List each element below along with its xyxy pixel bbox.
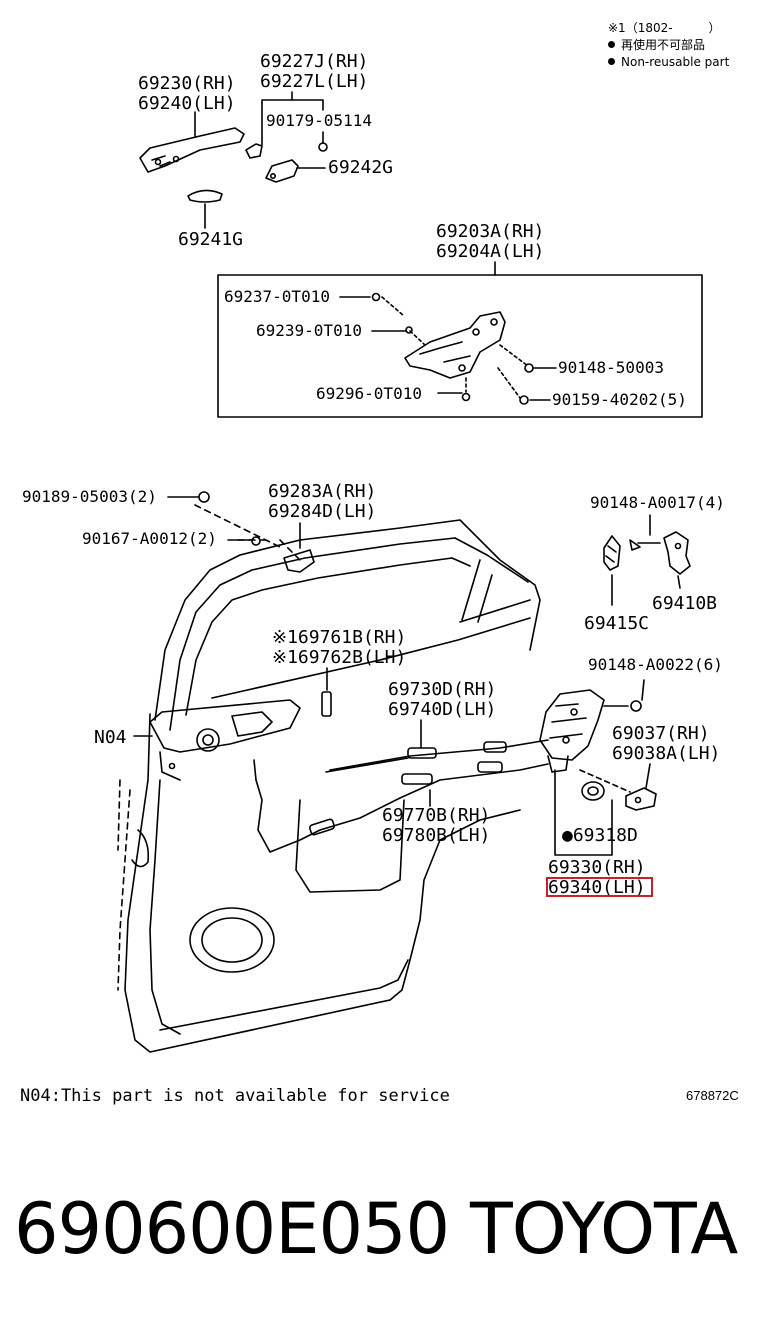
diagram-code: 678872C	[686, 1088, 739, 1103]
label-69227j: 69227J(RH)	[260, 51, 369, 72]
door-panel-outline	[124, 519, 541, 1053]
inside-handle-drawing	[149, 699, 301, 781]
outside-handle-drawing	[139, 127, 245, 173]
label-69762b: ※169762B(LH)	[272, 647, 407, 668]
label-69237: 69237-0T010	[224, 287, 330, 306]
non-reusable-dot-icon	[608, 41, 615, 48]
label-69230: 69230(RH)	[138, 73, 236, 94]
part-number: 690600E050	[14, 1188, 450, 1270]
label-90159: 90159-40202(5)	[552, 390, 687, 409]
small-rod-drawing	[321, 691, 332, 717]
label-69296: 69296-0T010	[316, 384, 422, 403]
highlight-box-69340	[546, 877, 653, 897]
label-69340: 69340(LH)	[548, 877, 646, 898]
screws-in-box	[371, 292, 534, 405]
door-lock-drawing	[539, 689, 605, 773]
label-69241g: 69241G	[178, 229, 244, 250]
label-69284d: 69284D(LH)	[268, 501, 377, 522]
label-69770b: 69770B(RH)	[382, 805, 491, 826]
label-90148-a0017: 90148-A0017(4)	[590, 493, 725, 512]
cables-drawing	[253, 739, 549, 853]
label-69227l: 69227L(LH)	[260, 71, 369, 92]
label-69410b: 69410B	[652, 593, 718, 614]
door-lock-diagram	[117, 91, 703, 1053]
frame-assembly-drawing	[404, 311, 506, 379]
label-69740d: 69740D(LH)	[388, 699, 497, 720]
label-69204a: 69204A(LH)	[436, 241, 545, 262]
label-69730d: 69730D(RH)	[388, 679, 497, 700]
service-note: N04:This part is not available for servi…	[20, 1086, 450, 1106]
label-69780b: 69780B(LH)	[382, 825, 491, 846]
striker-plate-drawing	[663, 531, 691, 575]
label-69761b: ※169761B(RH)	[272, 627, 407, 648]
cover-piece-drawing	[283, 549, 315, 573]
lock-bracket-drawing	[625, 787, 657, 811]
legend-jp-text: 再使用不可部品	[621, 38, 706, 52]
label-90189: 90189-05003(2)	[22, 487, 157, 506]
brand-name: TOYOTA	[470, 1188, 738, 1270]
label-n04: N04	[94, 727, 127, 748]
striker-drawing	[603, 535, 621, 571]
label-90148-a0022: 90148-A0022(6)	[588, 655, 723, 674]
legend-jp: 再使用不可部品	[608, 37, 729, 54]
panel-screws	[198, 491, 261, 546]
label-90167: 90167-A0012(2)	[82, 529, 217, 548]
non-reusable-dot-icon	[608, 58, 615, 65]
label-69037: 69037(RH)	[612, 723, 710, 744]
label-69415c: 69415C	[584, 613, 650, 634]
legend-note: ※1（1802- ）	[608, 21, 721, 35]
label-69242g: 69242G	[328, 157, 394, 178]
handle-cover-drawing	[265, 159, 299, 183]
label-90148-50003: 90148-50003	[558, 358, 664, 377]
legend: ※1（1802- ） 再使用不可部品 Non-reusable part	[608, 20, 729, 71]
handle-cap-drawing	[245, 143, 263, 159]
label-69330: 69330(RH)	[548, 857, 646, 878]
legend-en-text: Non-reusable part	[621, 55, 730, 69]
label-69239: 69239-0T010	[256, 321, 362, 340]
label-69318d: ●69318D	[562, 825, 638, 846]
label-69203a: 69203A(RH)	[436, 221, 545, 242]
label-90179: 90179-05114	[266, 111, 372, 130]
handle-pad-drawing	[187, 189, 223, 203]
label-69283a: 69283A(RH)	[268, 481, 377, 502]
label-69038a: 69038A(LH)	[612, 743, 721, 764]
legend-en: Non-reusable part	[608, 54, 729, 71]
label-69240: 69240(LH)	[138, 93, 236, 114]
